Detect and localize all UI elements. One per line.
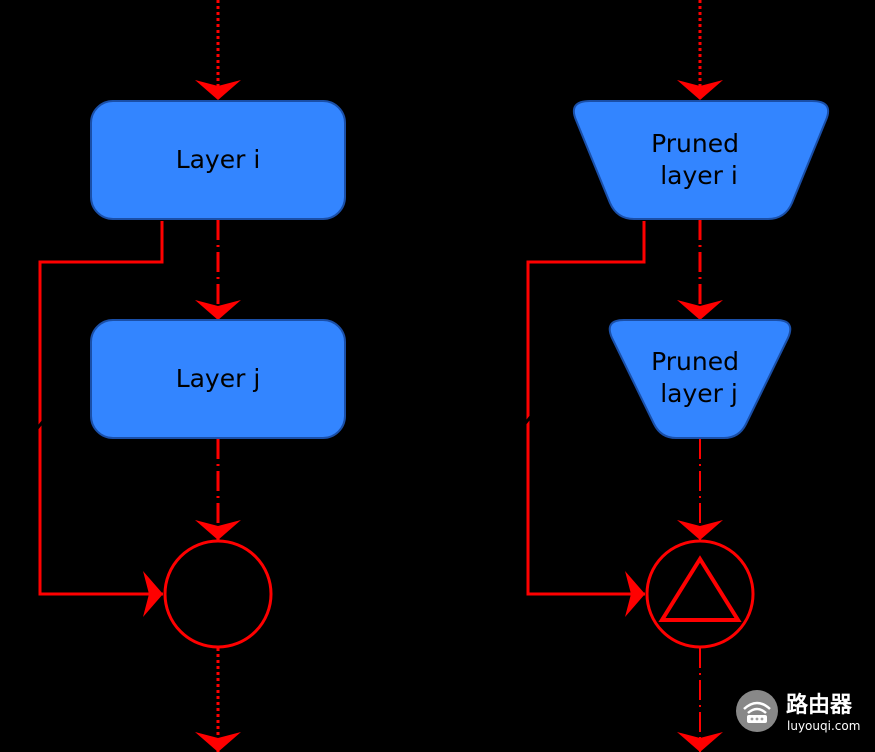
left-sum-node — [163, 539, 273, 649]
right-pruned-layer-j-line1: Pruned — [651, 347, 739, 376]
right-pruned-layer-i-label: Pruned layer i — [651, 129, 747, 190]
right-skip-connection — [526, 221, 646, 617]
right-pruned-layer-j-node: Pruned layer j — [608, 319, 792, 439]
left-skip-connection — [38, 221, 164, 617]
right-pruned-layer-i-line2: layer i — [660, 161, 738, 190]
right-diagram: Pruned layer i Pruned layer j — [522, 0, 830, 752]
right-pruned-layer-j-label: Pruned layer j — [651, 347, 747, 408]
router-icon — [736, 690, 778, 732]
triangle-icon — [658, 555, 742, 622]
watermark: 路由器 luyouqi.com — [736, 690, 860, 733]
left-skip-connection-break — [34, 419, 46, 431]
watermark-title: 路由器 — [786, 692, 853, 718]
left-layer-j-label: Layer j — [176, 364, 261, 393]
left-diagram: Layer i Layer j — [34, 0, 346, 752]
left-layer-j-node: Layer j — [90, 319, 346, 439]
right-pruned-layer-i-node: Pruned layer i — [572, 100, 830, 220]
right-sum-node — [645, 539, 755, 649]
right-skip-connection-break — [522, 414, 534, 426]
left-layer-i-node: Layer i — [90, 100, 346, 220]
right-pruned-layer-i-line1: Pruned — [651, 129, 739, 158]
right-pruned-layer-j-line2: layer j — [660, 379, 738, 408]
left-layer-i-label: Layer i — [176, 145, 261, 174]
watermark-url: luyouqi.com — [787, 719, 860, 733]
